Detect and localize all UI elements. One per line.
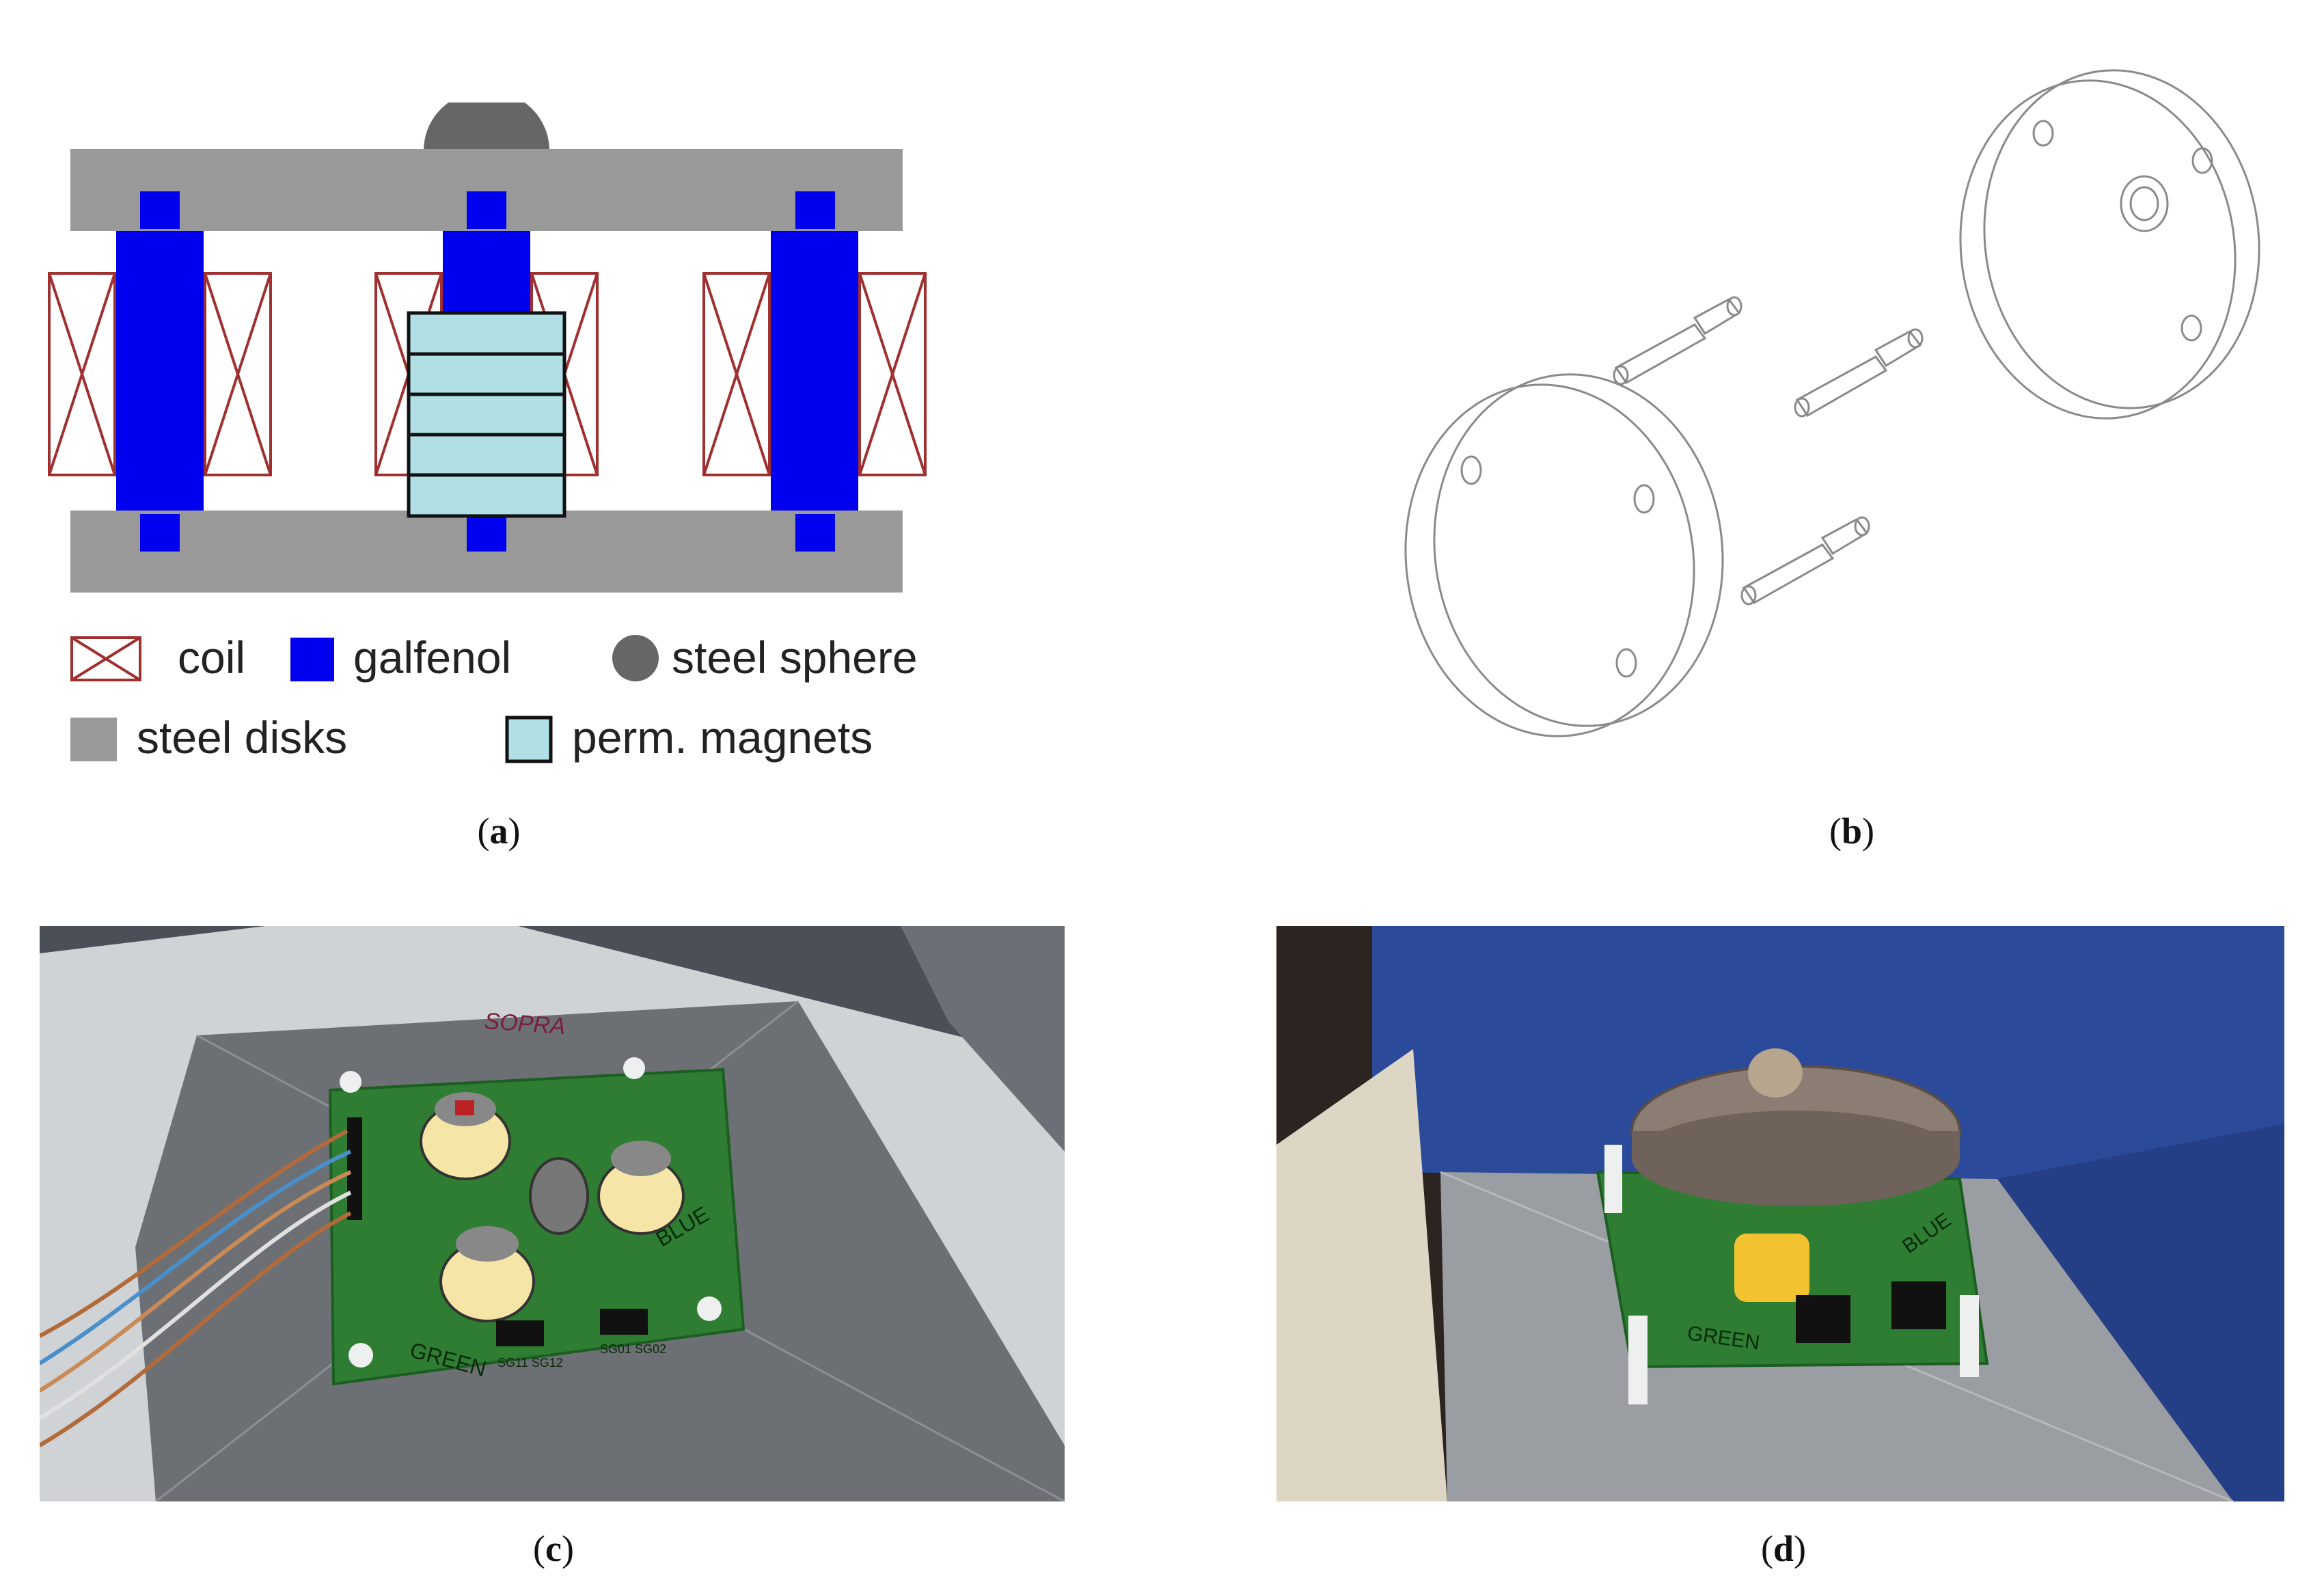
cross-section-diagram: coil galfenol steel sphere steel disks p… (48, 103, 927, 763)
standoff (623, 1057, 645, 1079)
label-connectors-1: SG11 SG12 (497, 1356, 563, 1370)
legend-sphere-swatch (612, 635, 659, 681)
standoff (1628, 1316, 1648, 1404)
front-disk (1404, 373, 1724, 737)
coil-left-outer (48, 272, 116, 476)
caption-d: (d) (1760, 1528, 1806, 1569)
legend-coil-swatch (70, 636, 141, 681)
galfenol-rod-right (771, 231, 858, 511)
pcb-photo: SOPRA GREEN BLUE SG11 SG12 SG01 SG02 (40, 926, 1065, 1501)
label-connectors-2: SG01 SG02 (600, 1342, 666, 1356)
coil-right-outer (858, 272, 927, 476)
galfenol-rod-left (116, 231, 204, 511)
coil-component (597, 1141, 685, 1235)
device-photo: GREEN BLUE (1276, 926, 2284, 1501)
panel-d-device-photo: GREEN BLUE (1276, 926, 2284, 1501)
spacer-pin-3 (1740, 516, 1870, 606)
standoff (348, 1343, 373, 1368)
spacer-pin-2 (1794, 328, 1924, 418)
standoff (1604, 1145, 1622, 1213)
legend-sphere-label: steel sphere (672, 632, 918, 683)
caption-b: (b) (1829, 811, 1874, 852)
twisted-wires (40, 1129, 352, 1447)
legend-steel-disks-swatch (70, 718, 117, 761)
galfenol-stub (140, 514, 180, 552)
coil-component (420, 1092, 511, 1180)
coil-component (439, 1226, 535, 1322)
standoff (1960, 1295, 1979, 1377)
legend-steel-disks-label: steel disks (137, 712, 347, 763)
pin-header (496, 1320, 544, 1346)
foam-wall-back (1372, 926, 2284, 1179)
galfenol-stub (467, 514, 506, 552)
legend-galfenol-swatch (290, 638, 334, 681)
legend-coil-label: coil (178, 632, 245, 683)
spacer-pin-1 (1613, 296, 1742, 385)
foam-wall-right (1997, 1124, 2284, 1501)
coil-component (1734, 1234, 1809, 1302)
panel-c-pcb-photo: SOPRA GREEN BLUE SG11 SG12 SG01 SG02 (40, 926, 1065, 1501)
pin-header (1891, 1281, 1946, 1329)
exploded-view-drawing (1404, 69, 2260, 737)
standoff (697, 1296, 722, 1321)
panel-b-exploded-view (1394, 14, 2310, 779)
panel-a-cross-section: coil galfenol steel sphere steel disks p… (41, 103, 957, 779)
galfenol-stub (467, 191, 506, 229)
legend-magnets-label: perm. magnets (572, 712, 873, 763)
coil-right-inner (702, 272, 771, 476)
legend-magnets-swatch (505, 716, 553, 763)
standoff (340, 1071, 361, 1093)
legend-galfenol-label: galfenol (353, 632, 511, 683)
steel-sphere (1748, 1048, 1803, 1098)
galfenol-stub (140, 191, 180, 229)
magnet-stack (529, 1157, 589, 1235)
caption-c: (c) (533, 1528, 574, 1569)
pin-header (600, 1309, 648, 1335)
galfenol-rod-middle (443, 231, 530, 313)
coil-left-inner (204, 272, 272, 476)
permanent-magnet-stack (407, 311, 566, 518)
caption-a: (a) (477, 811, 521, 852)
galfenol-stub (795, 191, 835, 229)
pin-header (347, 1117, 362, 1220)
pin-header (1796, 1295, 1850, 1343)
back-disk (1959, 69, 2260, 420)
label-sopra: SOPRA (483, 1008, 566, 1039)
galfenol-stub (795, 514, 835, 552)
